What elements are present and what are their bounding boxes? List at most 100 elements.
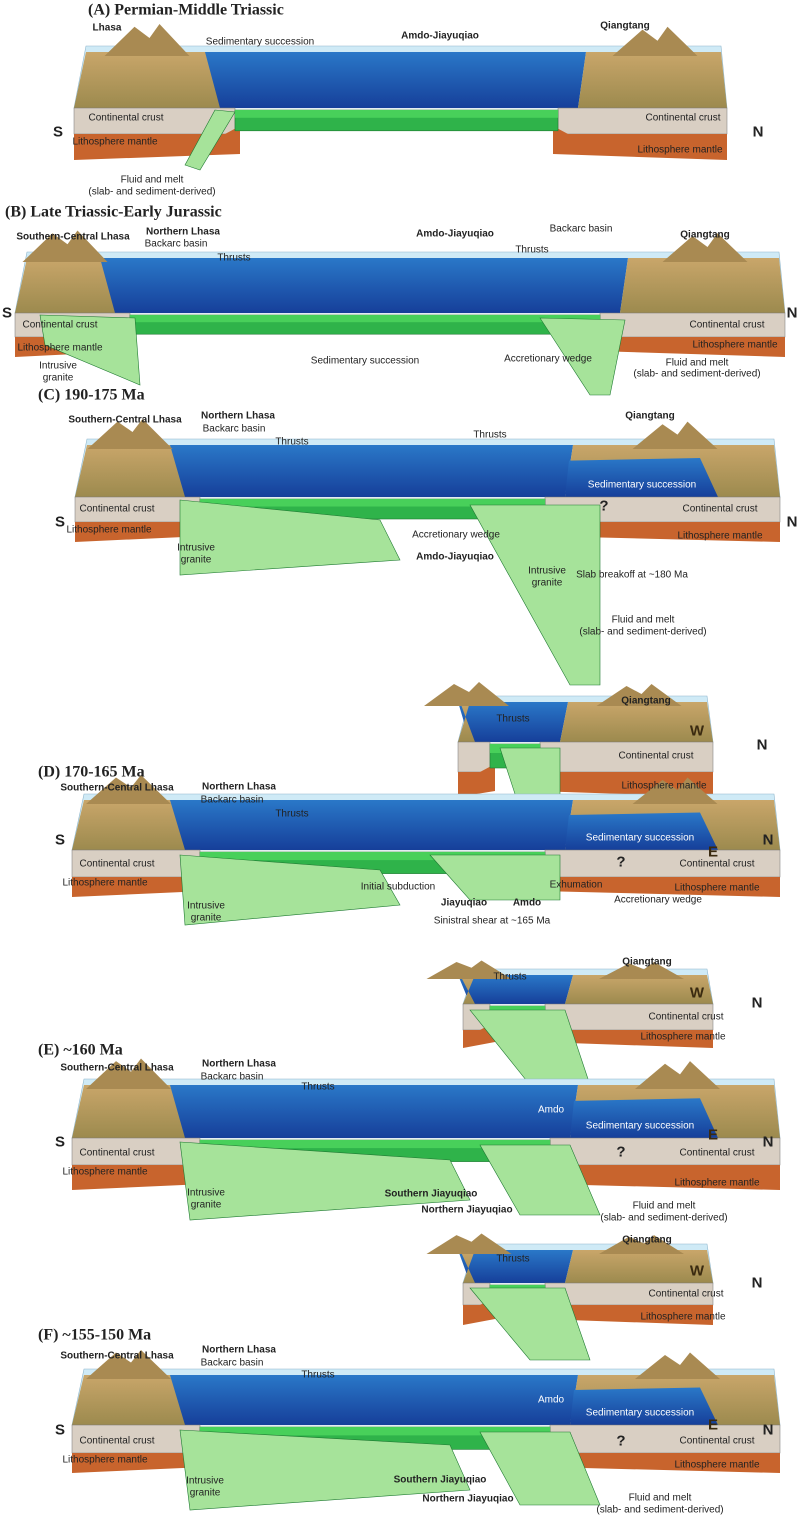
subducting-slab-north (429, 854, 561, 901)
annotation-label: Amdo (537, 1104, 565, 1116)
direction-label: S (54, 1133, 66, 1151)
annotation-label: Thrusts (275, 808, 309, 820)
annotation-label: Continental crust (679, 1147, 755, 1159)
mountain-right (632, 421, 718, 449)
annotation-label: Exhumation (549, 879, 603, 891)
terrain-left (72, 800, 185, 850)
annotation-label: Backarc basin (200, 1071, 264, 1083)
oceanic-crust (130, 315, 600, 323)
panel-title: (A) Permian-Middle Triassic (88, 1, 284, 19)
block-diagram-0 (73, 24, 728, 171)
subducting-slab-south (179, 854, 401, 926)
subducting-slab-south (39, 314, 141, 386)
annotation-label: Intrusive (186, 1475, 224, 1487)
annotation-label: Qiangtang (680, 229, 730, 241)
direction-label: S (54, 1421, 66, 1439)
direction-label: N (756, 736, 768, 754)
annotation-label: Backarc basin (200, 1357, 264, 1369)
annotation-label: Continental crust (79, 503, 155, 515)
ocean-floor (168, 1085, 578, 1138)
ocean-floor (203, 52, 586, 108)
annotation-label: Continental crust (679, 1435, 755, 1447)
mountain-left (426, 960, 512, 979)
subducting-slab-south (179, 499, 401, 576)
direction-label: N (762, 831, 774, 849)
annotation-label: Qiangtang (622, 956, 672, 968)
continental-crust-right (599, 312, 786, 338)
annotation-label: Backarc basin (200, 794, 264, 806)
annotation-label: granite (190, 912, 222, 924)
lithosphere-mantle-right (553, 126, 727, 160)
annotation-label: Lithosphere mantle (62, 1166, 148, 1178)
direction-label: E (707, 1416, 719, 1434)
mountain-left (87, 419, 173, 449)
continental-crust-right (544, 1003, 714, 1031)
lithosphere-mantle-left (72, 1445, 205, 1473)
subducting-slab-north (479, 1144, 601, 1216)
direction-label: S (54, 831, 66, 849)
panel-title: (E) ~160 Ma (38, 1041, 123, 1059)
annotation-label: Lithosphere mantle (637, 144, 723, 156)
terrain-right (565, 975, 713, 1004)
annotation-label: granite (531, 577, 563, 589)
lithosphere-mantle-left (458, 764, 495, 797)
annotation-label: Southern Jiayuqiao (393, 1474, 487, 1486)
oceanic-crust (200, 852, 545, 861)
direction-label: ? (616, 853, 626, 871)
annotation-label: Amdo-Jiayuqiao (401, 30, 479, 42)
annotation-label: Northern Lhasa (202, 1058, 276, 1070)
annotation-label: Southern-Central Lhasa (60, 782, 174, 794)
annotation-label: Intrusive (187, 900, 225, 912)
annotation-label: Continental crust (79, 858, 155, 870)
oceanic-crust (200, 1140, 550, 1149)
lithosphere-mantle-left (72, 869, 205, 897)
annotation-label: Accretionary wedge (412, 529, 500, 541)
direction-label: N (751, 994, 763, 1012)
oceanic-crust (200, 1427, 550, 1436)
ocean-inlet (570, 1387, 718, 1425)
annotation-label: Amdo (537, 1394, 565, 1406)
annotation-label: Intrusive (177, 542, 215, 554)
lithosphere-mantle-left (72, 1157, 205, 1190)
annotation-label: Thrusts (275, 436, 309, 448)
annotation-label: Continental crust (88, 112, 164, 124)
annotation-label: Thrusts (493, 971, 527, 983)
ocean-inlet (570, 1098, 718, 1138)
annotation-label: (slab- and sediment-derived) (596, 1504, 724, 1516)
annotation-label: Backarc basin (144, 238, 208, 250)
annotation-label: granite (189, 1487, 221, 1499)
subducting-slab-north (469, 504, 601, 686)
annotation-label: Lithosphere mantle (674, 882, 760, 894)
panel-title: (C) 190-175 Ma (38, 386, 145, 404)
lithosphere-mantle-right (545, 1445, 780, 1473)
annotation-label: Continental crust (648, 1011, 724, 1023)
ocean-floor (98, 258, 628, 313)
annotation-label: Qiangtang (622, 1234, 672, 1246)
annotation-label: Lithosphere mantle (692, 339, 778, 351)
annotation-label: Fluid and melt (628, 1492, 692, 1504)
annotation-label: Jiayuqiao (440, 897, 488, 909)
continental-crust-right (557, 107, 728, 135)
mountain-left (86, 1058, 171, 1089)
annotation-label: (slab- and sediment-derived) (633, 368, 761, 380)
block-diagram-4 (71, 775, 781, 926)
annotation-label: Continental crust (645, 112, 721, 124)
annotation-label: Northern Jiayuqiao (421, 1204, 513, 1216)
mountain-left (104, 24, 190, 56)
annotation-label: granite (190, 1199, 222, 1211)
annotation-label: Slab breakoff at ~180 Ma (576, 569, 688, 581)
lithosphere-mantle-right (540, 869, 780, 897)
mountain-left (86, 1350, 171, 1379)
direction-label: ? (599, 497, 609, 515)
direction-label: ? (616, 1143, 626, 1161)
annotation-label: Lithosphere mantle (62, 1454, 148, 1466)
direction-label: N (752, 123, 764, 141)
annotation-label: Backarc basin (202, 423, 266, 435)
oceanic-crust (235, 110, 558, 118)
mountain-left (426, 1233, 512, 1254)
annotation-label: Intrusive (528, 565, 566, 577)
annotation-label: Lithosphere mantle (677, 530, 763, 542)
subducting-slab-north (479, 1431, 601, 1506)
panel-title: (D) 170-165 Ma (38, 763, 145, 781)
